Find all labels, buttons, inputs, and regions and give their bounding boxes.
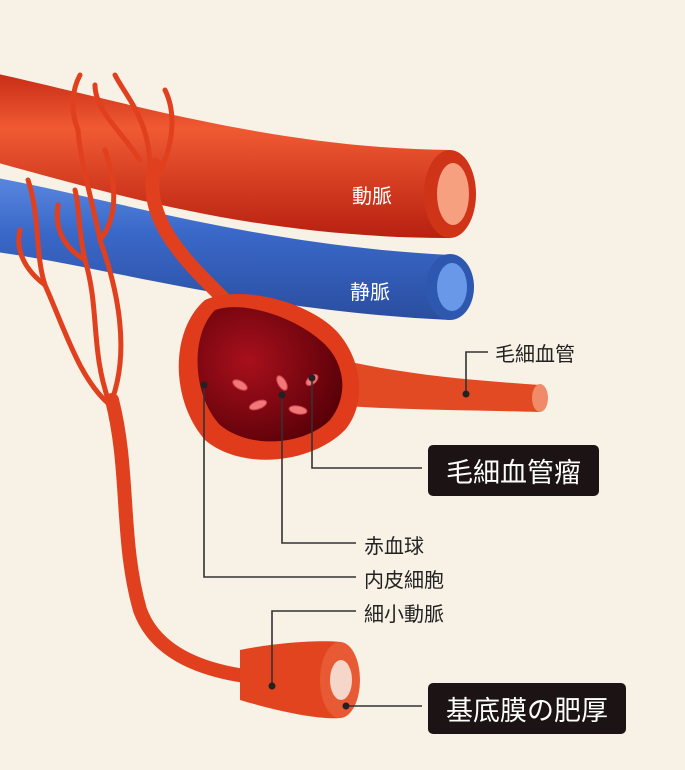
basement-membrane-vessel (240, 641, 360, 719)
capillary-label: 毛細血管 (495, 342, 575, 366)
red-blood-cells (232, 374, 319, 415)
aneurysm-sac (178, 294, 360, 460)
arteriole-branches (16, 72, 175, 408)
capillary-vessel (320, 355, 548, 412)
basement-membrane-label: 基底膜の肥厚 (428, 683, 626, 734)
vein-label: 静脈 (350, 280, 390, 304)
aneurysm-label: 毛細血管瘤 (428, 445, 599, 496)
arteriole-label: 細小動脈 (364, 602, 444, 626)
artery (0, 74, 476, 238)
red-blood-cell-label: 赤血球 (364, 534, 424, 558)
arteriole-main (105, 158, 312, 687)
leader-dots (200, 374, 470, 710)
leader-lines (203, 351, 488, 707)
endothelial-cell-label: 内皮細胞 (364, 568, 444, 592)
artery-label: 動脈 (352, 184, 392, 208)
